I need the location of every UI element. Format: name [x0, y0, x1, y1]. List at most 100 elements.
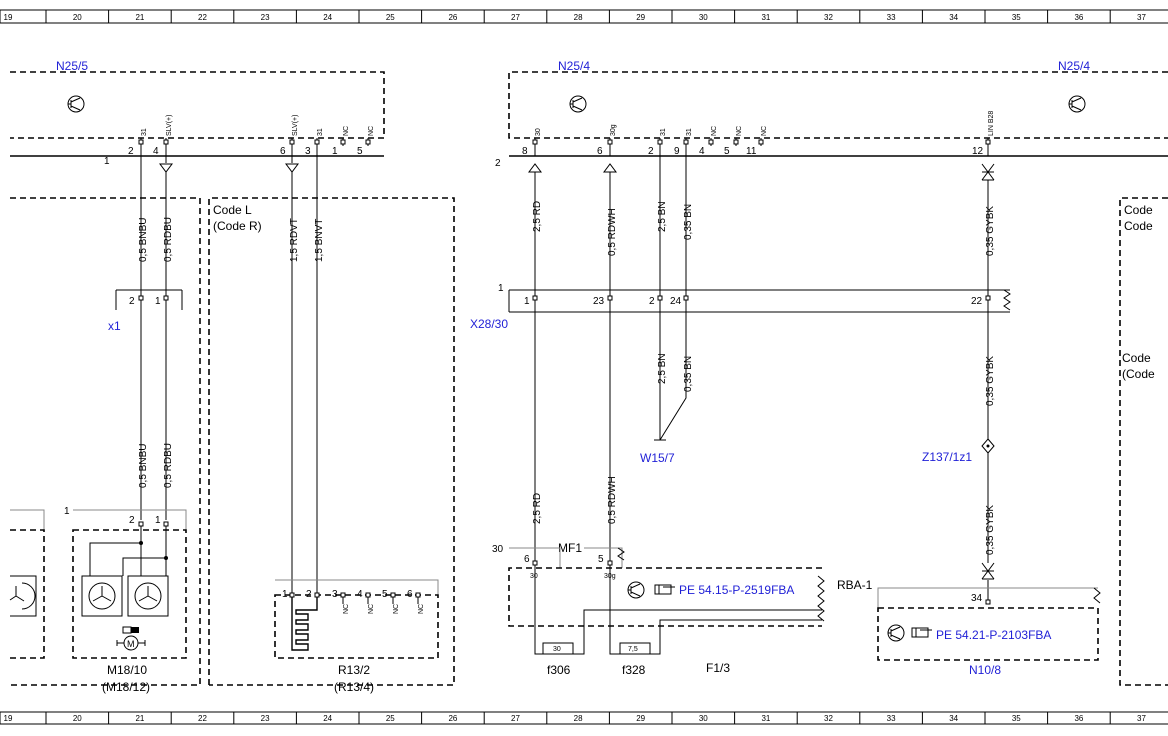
top-ruler — [0, 9, 1168, 24]
mf1-pin: 6 — [524, 554, 530, 565]
transistor-icon — [67, 95, 85, 113]
transistor-icon — [887, 624, 905, 642]
wire-label: 0,5 RDBU — [163, 443, 174, 488]
ruler-label: 33 — [887, 13, 896, 22]
ruler-label: 32 — [824, 13, 833, 22]
fuse-rating: 30 — [553, 646, 561, 653]
ruler-label: 27 — [511, 13, 520, 22]
ruler-label: 20 — [73, 714, 82, 723]
label-x28-30: X28/30 — [470, 317, 508, 331]
n25-5-pin: 2 — [128, 146, 134, 157]
f1-3-break — [817, 575, 825, 622]
x28-pin: 23 — [593, 296, 605, 307]
ruler-label: 28 — [574, 714, 583, 723]
n25-5-pin: 6 — [280, 146, 286, 157]
label-n25-4: N25/4 — [558, 59, 590, 73]
pointing-hand-icon — [654, 584, 675, 595]
code-l-box — [208, 197, 455, 686]
marker-30: 30 — [492, 544, 504, 555]
x1-connector — [115, 289, 183, 310]
left-wires — [140, 156, 318, 595]
ruler-label: 22 — [198, 714, 207, 723]
wire-label: 2,5 BN — [657, 201, 668, 232]
ruler-label: 32 — [824, 714, 833, 723]
n25-5-pin: 3 — [305, 146, 311, 157]
wire-label: 2,5 RD — [532, 493, 543, 524]
code-label: Code — [1124, 203, 1153, 217]
right-code-box — [1119, 197, 1168, 686]
r13-pin: 2 — [306, 589, 312, 600]
ruler-label: 29 — [636, 714, 645, 723]
ruler-label: 31 — [761, 13, 770, 22]
motor-icon: M — [116, 626, 146, 651]
wire-label: 0,35 GYBK — [985, 206, 996, 256]
r13-bracket — [275, 579, 439, 595]
label-x1: x1 — [108, 319, 121, 333]
rba-break — [1093, 587, 1101, 604]
n25-5-box — [10, 71, 385, 139]
ruler-label: 21 — [135, 714, 144, 723]
ruler-label: 30 — [699, 714, 708, 723]
label-f328: f328 — [622, 663, 646, 677]
ruler-label: 28 — [574, 13, 583, 22]
m18-bracket — [73, 509, 187, 530]
left-area-box — [10, 197, 201, 686]
x28-connector — [508, 289, 1011, 313]
ruler-label: 30 — [699, 13, 708, 22]
ruler-label: 24 — [323, 714, 332, 723]
bottom-ruler — [0, 711, 1168, 725]
wire-label: 0,35 BN — [683, 204, 694, 240]
marker-1a: 1 — [104, 156, 110, 167]
n25-4-signal: 30g — [610, 124, 617, 136]
code-label: Code — [1124, 219, 1153, 233]
label-f306: f306 — [547, 663, 571, 677]
label-n25-4: N25/4 — [1058, 59, 1090, 73]
ruler-label: 35 — [1012, 13, 1021, 22]
n25-4-signal: NC — [736, 126, 743, 136]
wire-label: 0,5 BNBU — [138, 444, 149, 488]
ruler-label: 27 — [511, 714, 520, 723]
ruler-label: 36 — [1074, 714, 1083, 723]
r13-pin: 3 — [332, 589, 338, 600]
r13-box — [274, 594, 439, 659]
transistor-icon — [569, 95, 587, 113]
left-partial-box — [10, 529, 45, 659]
ruler-label: 19 — [4, 714, 13, 723]
ruler-label: 23 — [261, 714, 270, 723]
transistor-icon — [1068, 95, 1086, 113]
ruler-label: 37 — [1137, 13, 1146, 22]
ruler-label: 24 — [323, 13, 332, 22]
n25-5-pin: 5 — [357, 146, 363, 157]
fan-icon — [81, 575, 123, 617]
ruler-label: 20 — [73, 13, 82, 22]
r13-signal: NC — [343, 604, 350, 614]
splice-icon — [981, 438, 995, 454]
n25-5-signal: SLV(+) — [166, 115, 173, 136]
wire-label: 2,5 BN — [657, 353, 668, 384]
ruler-label: 34 — [949, 714, 958, 723]
wire-label: 0,35 GYBK — [985, 505, 996, 555]
ruler-label: 33 — [887, 714, 896, 723]
ruler-label: 21 — [135, 13, 144, 22]
wire-label: 0,35 GYBK — [985, 356, 996, 406]
n25-4-signal: NC — [761, 126, 768, 136]
marker-2: 2 — [495, 158, 501, 169]
label-n25-5: N25/5 — [56, 59, 88, 73]
splice-dot — [986, 444, 990, 448]
mf1-signal: 30 — [530, 573, 538, 580]
wire-label: 0,5 BNBU — [138, 218, 149, 262]
m18-pins — [89, 521, 169, 576]
ruler-label: 23 — [261, 13, 270, 22]
rba-bracket — [877, 587, 1098, 608]
label-r13-2: R13/2 — [338, 663, 370, 677]
reference-pe-54-21[interactable]: PE 54.21-P-2103FBA — [936, 628, 1051, 642]
label-r13-4: (R13/4) — [334, 680, 374, 694]
x28-marker: 1 — [498, 283, 504, 294]
heater-element-icon — [291, 597, 318, 651]
reference-pe-54-15[interactable]: PE 54.15-P-2519FBA — [679, 583, 794, 597]
label-w15-7: W15/7 — [640, 451, 675, 465]
fuse-rating: 7,5 — [628, 646, 638, 653]
mf1-bracket-left — [509, 547, 561, 568]
n25-5-pins — [138, 138, 371, 156]
